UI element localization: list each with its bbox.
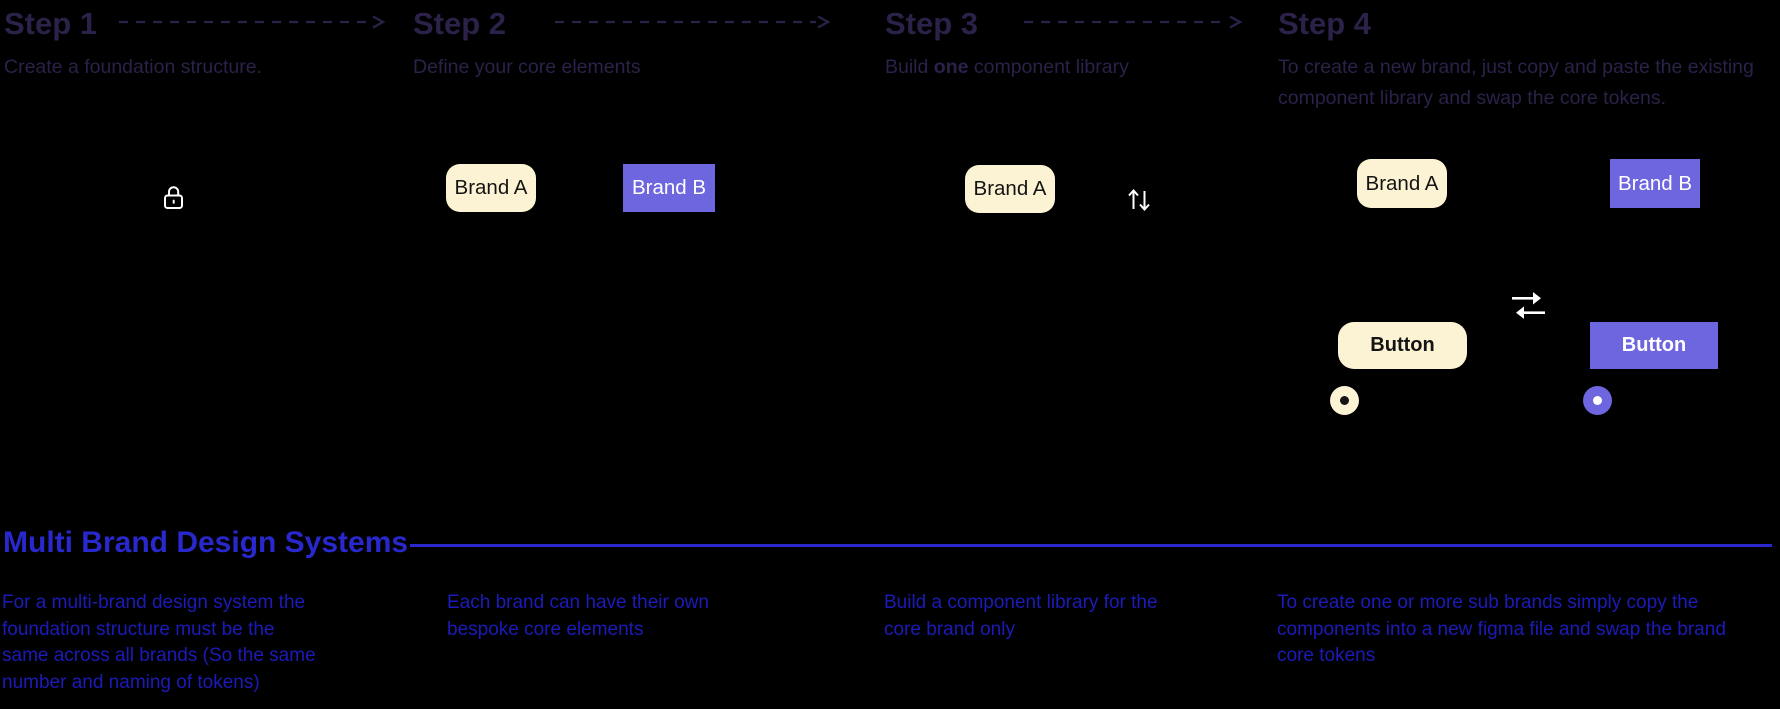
step-4-title: Step 4: [1278, 6, 1372, 41]
step-4-description: To create a new brand, just copy and pas…: [1278, 56, 1754, 109]
brand-a-chip[interactable]: Brand A: [1357, 159, 1447, 208]
step-2-description: Define your core elements: [413, 56, 641, 78]
note-step-2: Each brand can have their own bespoke co…: [447, 592, 709, 640]
step-3-title: Step 3: [885, 6, 979, 41]
title-rule: [410, 544, 1772, 547]
note-step-3: Build a component library for the core b…: [884, 592, 1158, 640]
step-1-title: Step 1: [4, 6, 98, 41]
dashed-arrow-right-icon: [1024, 15, 1242, 29]
brand-b-button-component[interactable]: Button: [1590, 322, 1718, 369]
brand-b-chip[interactable]: Brand B: [1610, 159, 1700, 208]
brand-a-chip[interactable]: Brand A: [965, 165, 1055, 213]
brand-b-radio-component[interactable]: [1583, 386, 1612, 415]
step-2-title: Step 2: [413, 6, 507, 41]
swap-arrows-icon: [1512, 292, 1545, 319]
dashed-arrow-right-icon: [555, 15, 830, 29]
step-3-description: Build one component library: [885, 56, 1129, 78]
brand-a-button-component[interactable]: Button: [1338, 322, 1467, 369]
note-step-1: For a multi-brand design system the foun…: [2, 592, 316, 693]
dashed-arrow-right-icon: [119, 15, 385, 29]
step-1-description: Create a foundation structure.: [4, 56, 262, 78]
section-title: Multi Brand Design Systems: [3, 526, 409, 559]
radio-dot: [1340, 396, 1349, 405]
up-down-arrows-icon: [1128, 189, 1150, 211]
note-step-4: To create one or more sub brands simply …: [1277, 592, 1726, 666]
brand-a-radio-component[interactable]: [1330, 386, 1359, 415]
brand-b-chip[interactable]: Brand B: [623, 164, 715, 212]
lock-icon: [164, 186, 183, 209]
brand-a-chip[interactable]: Brand A: [446, 164, 536, 212]
radio-dot: [1593, 396, 1602, 405]
